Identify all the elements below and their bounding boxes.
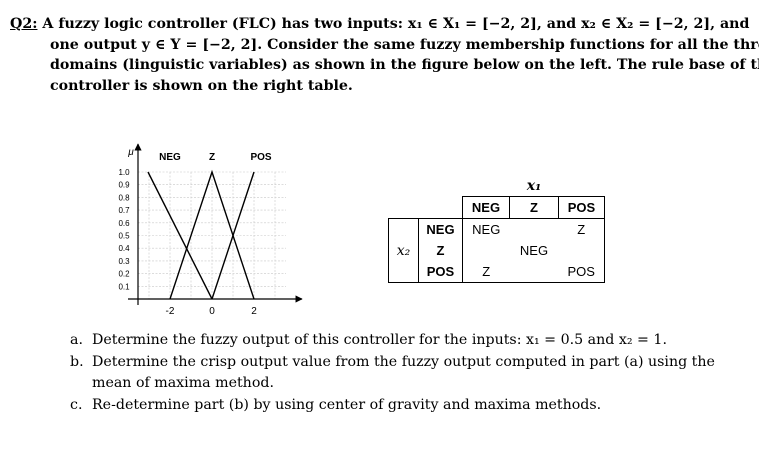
col-header-z: Z — [509, 196, 559, 219]
x-tick-label: 2 — [251, 306, 257, 315]
set-label-neg: NEG — [159, 152, 181, 163]
rule-row-neg: NEG NEG Z — [388, 218, 605, 241]
task-item-c: c. Re-determine part (b) by using center … — [60, 395, 750, 417]
y-axis-symbol: μ — [127, 147, 134, 158]
rule-base-table: x₁ NEG Z POS NEG NEG Z x₂ Z NEG POS Z PO… — [388, 175, 605, 283]
task-text: Determine the crisp output value from th… — [92, 353, 715, 392]
rule-cell: NEG — [472, 222, 501, 237]
z-membership-line — [169, 169, 255, 300]
col-header-pos: POS — [558, 196, 605, 219]
col-header-neg: NEG — [462, 196, 510, 219]
set-labels: NEG Z POS — [159, 152, 272, 163]
y-tick-label: 0.5 — [118, 232, 130, 241]
task-list: a. Determine the fuzzy output of this con… — [60, 330, 750, 416]
task-marker: b. — [70, 353, 84, 370]
y-tick-label: 0.6 — [118, 219, 130, 228]
rule-row-z: x₂ Z NEG — [388, 240, 605, 261]
y-tick-label: 0.1 — [118, 282, 130, 291]
intro-line-2: one output y ∈ Y = [−2, 2]. Consider the… — [50, 36, 759, 53]
membership-function-chart: 1.0 0.9 0.8 0.7 0.6 0.5 0.4 0.3 0.2 0.1 -2 0 2 NEG Z… — [118, 143, 303, 315]
rule-cell: Z — [462, 261, 510, 283]
rule-cell: POS — [558, 261, 605, 283]
x2-variable-label: x₂ — [388, 240, 419, 261]
rule-col-header-row: NEG Z POS — [389, 196, 605, 219]
set-label-pos: POS — [250, 152, 271, 163]
y-tick-label: 1.0 — [118, 168, 130, 177]
y-tick-labels: 1.0 0.9 0.8 0.7 0.6 0.5 0.4 0.3 0.2 0.1 — [118, 168, 130, 291]
set-label-z: Z — [209, 152, 215, 163]
intro-line-4: controller is shown on the right table. — [50, 77, 353, 94]
task-item-a: a. Determine the fuzzy output of this con… — [60, 330, 750, 352]
membership-lines — [147, 169, 255, 300]
y-tick-label: 0.7 — [118, 206, 130, 215]
row-header-z: Z — [418, 240, 463, 261]
rule-row-pos: POS Z POS — [388, 261, 605, 283]
row-header-pos: POS — [418, 261, 463, 283]
y-tick-label: 0.8 — [118, 193, 130, 202]
rule-cell: NEG — [519, 243, 549, 258]
rule-cell — [510, 219, 559, 241]
x-tick-labels: -2 0 2 — [166, 306, 258, 315]
pos-membership-line — [211, 171, 255, 300]
task-text: Determine the fuzzy output of this contr… — [92, 332, 667, 348]
rule-cell — [463, 240, 510, 261]
task-item-b: b. Determine the crisp output value from … — [60, 352, 750, 395]
question-label: Q2: — [10, 16, 38, 32]
task-marker: a. — [70, 332, 83, 348]
y-tick-label: 0.9 — [118, 181, 130, 190]
intro-text-1: A fuzzy logic controller (FLC) has two i… — [37, 16, 750, 32]
rule-cell: Z — [558, 218, 605, 240]
rule-cell — [509, 261, 559, 283]
y-tick-label: 0.3 — [118, 257, 130, 266]
rule-cell — [558, 240, 605, 261]
neg-membership-line — [147, 171, 213, 300]
y-tick-label: 0.2 — [118, 270, 130, 279]
x-tick-label: -2 — [166, 306, 175, 315]
intro-line-1: Q2: A fuzzy logic controller (FLC) has t… — [10, 14, 750, 35]
row-header-neg: NEG — [418, 218, 463, 240]
intro-line-3: domains (linguistic variables) as shown … — [50, 57, 759, 73]
x-tick-label: 0 — [209, 306, 215, 315]
grid-lines — [138, 171, 286, 299]
task-text: Re-determine part (b) by using center of… — [92, 396, 602, 413]
question-intro: Q2: A fuzzy logic controller (FLC) has t… — [10, 14, 759, 96]
task-marker: c. — [70, 396, 83, 413]
x1-variable-label: x₁ — [526, 177, 542, 194]
y-tick-label: 0.4 — [118, 244, 130, 253]
rule-var-row: x₁ — [389, 175, 605, 197]
